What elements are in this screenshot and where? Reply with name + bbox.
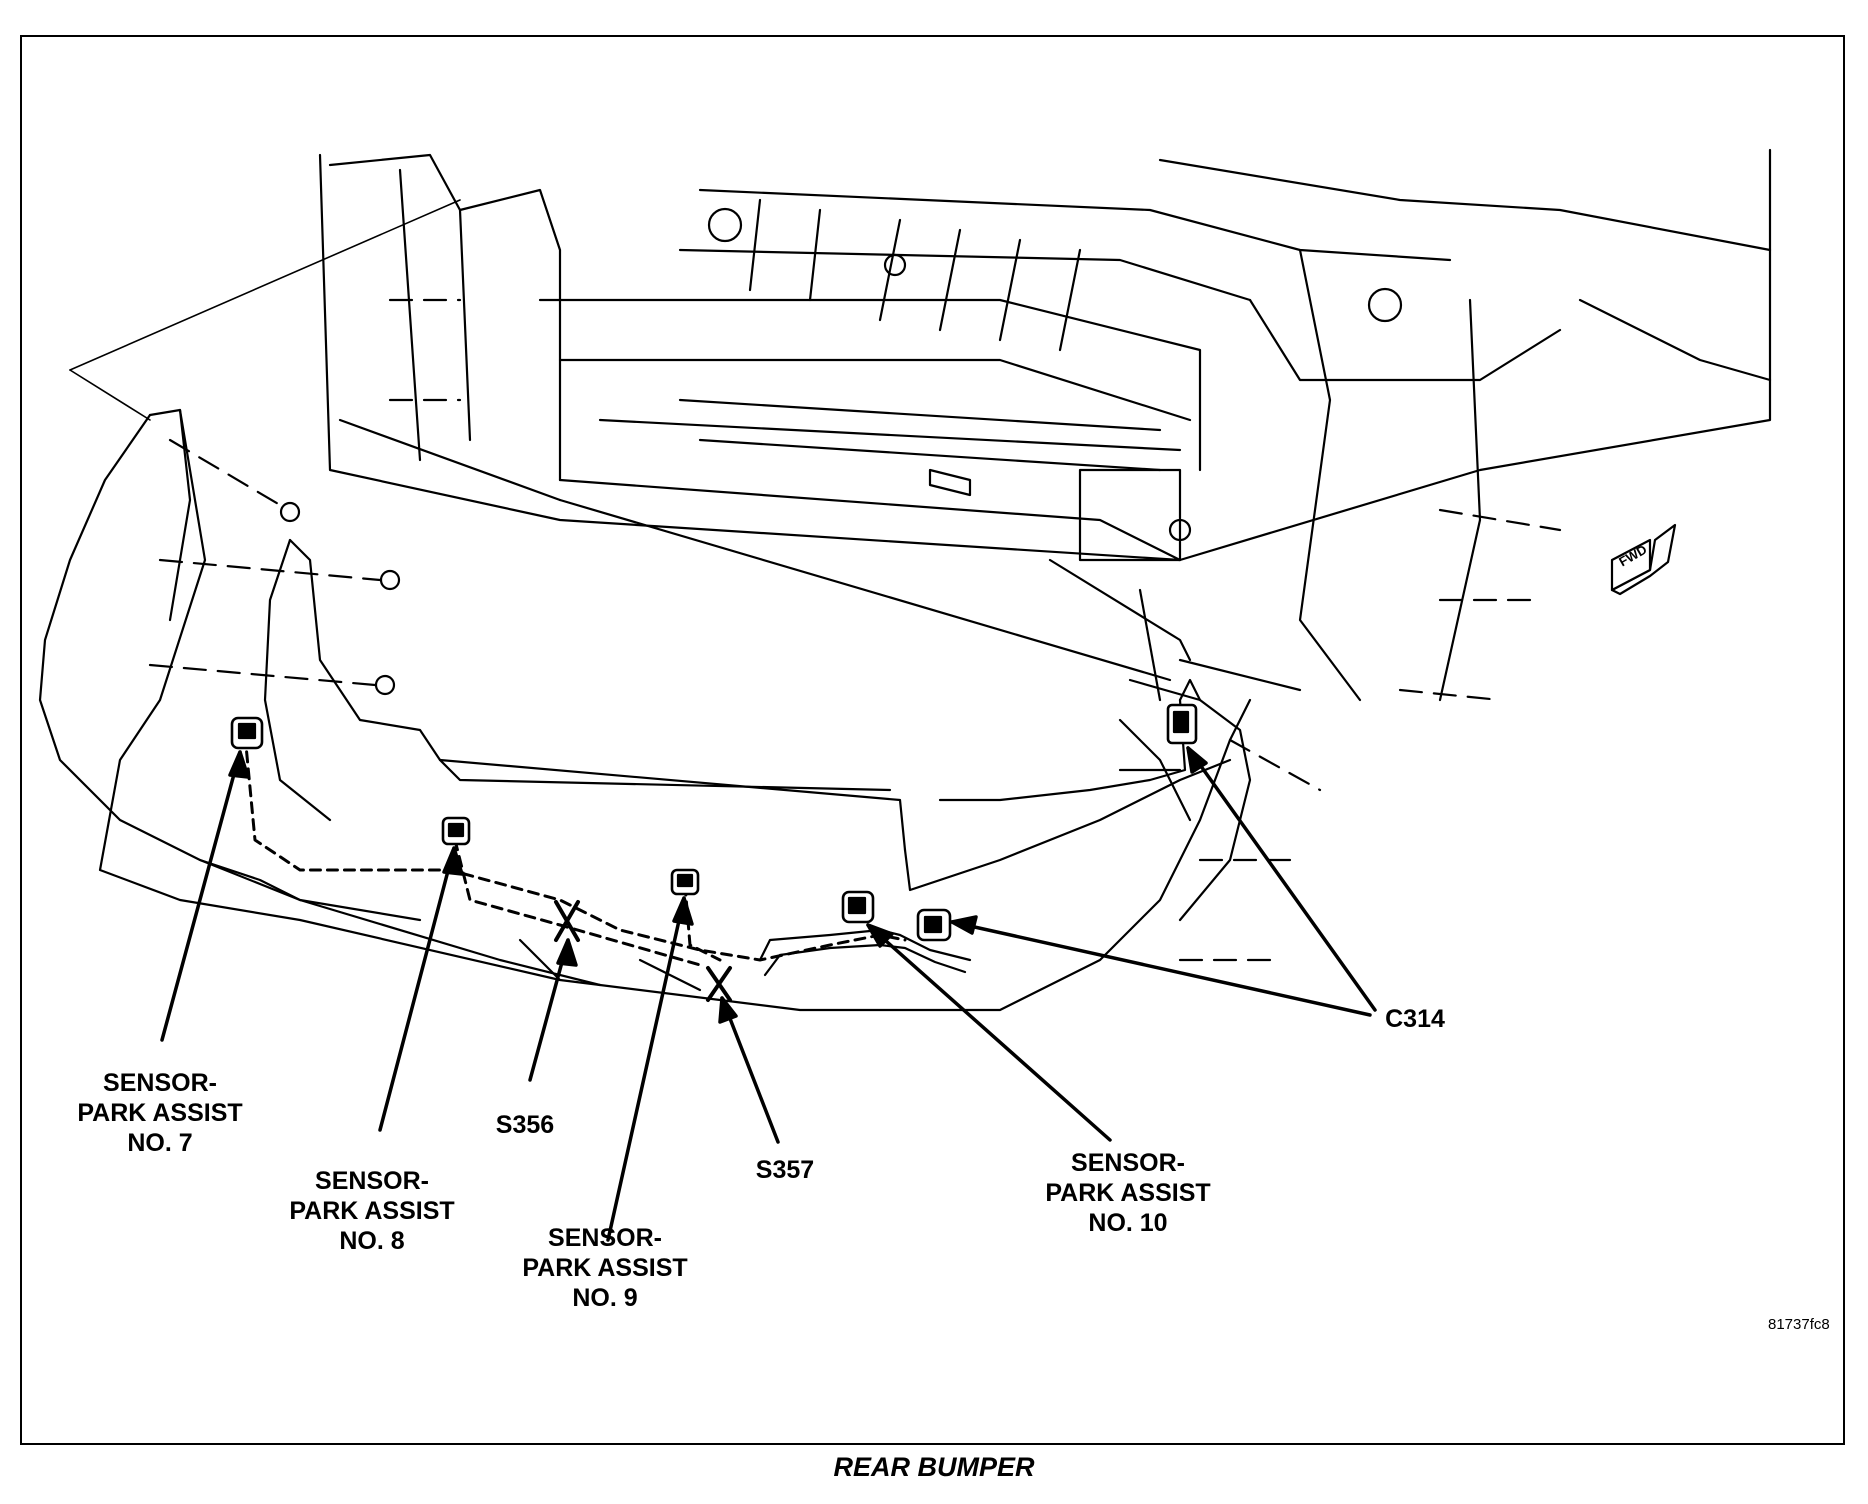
callout-sensor-8: SENSOR- PARK ASSIST NO. 8 bbox=[289, 1167, 455, 1255]
splice-marker-s356 bbox=[554, 900, 580, 942]
callout-sensor-10: SENSOR- PARK ASSIST NO. 10 bbox=[1045, 1149, 1211, 1237]
fasteners bbox=[69, 199, 1562, 962]
vehicle-underbody bbox=[318, 148, 1772, 702]
diagram-frame bbox=[20, 35, 1845, 1445]
callout-sensor-7: SENSOR- PARK ASSIST NO. 7 bbox=[77, 1069, 243, 1157]
figure-id: 81737fc8 bbox=[1768, 1316, 1830, 1333]
connector-c314-harness bbox=[916, 908, 952, 942]
bumper-fascia bbox=[38, 408, 1252, 1012]
splice-marker-s357 bbox=[706, 966, 732, 1002]
connector-c314-body bbox=[1166, 703, 1198, 745]
connector-sensor-8 bbox=[441, 816, 471, 846]
diagram-caption: REAR BUMPER bbox=[833, 1452, 1035, 1482]
callout-s357: S357 bbox=[755, 1156, 815, 1184]
callout-leaders bbox=[160, 746, 1377, 1242]
callout-s356: S356 bbox=[495, 1111, 555, 1139]
connector-sensor-9 bbox=[670, 868, 700, 896]
fwd-arrow-icon bbox=[1610, 523, 1677, 596]
callout-c314: C314 bbox=[1385, 1005, 1445, 1033]
connector-sensor-7 bbox=[230, 716, 264, 750]
callout-sensor-9: SENSOR- PARK ASSIST NO. 9 bbox=[522, 1224, 688, 1312]
connector-sensor-10 bbox=[841, 890, 875, 924]
